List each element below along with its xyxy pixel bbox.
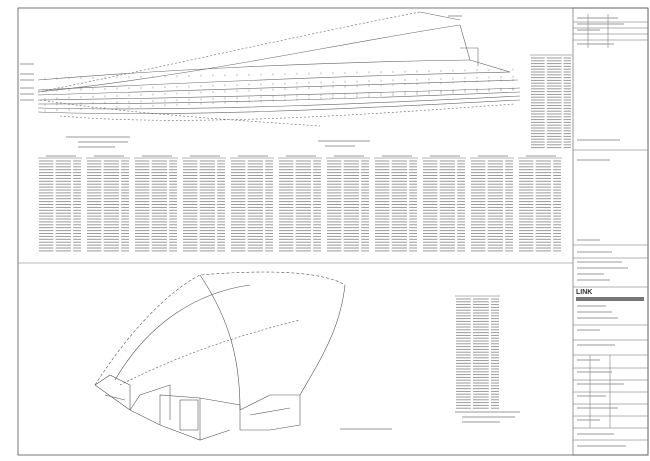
offset-table [86, 155, 130, 252]
company-name [576, 297, 644, 301]
offset-table [422, 155, 466, 252]
hull-profile-view [37, 11, 521, 127]
offset-tables [38, 155, 562, 252]
offset-table [278, 155, 322, 252]
coordinate-table-bottom [455, 295, 500, 409]
offset-table [182, 155, 226, 252]
coordinate-table-top-right [530, 54, 572, 149]
offset-table [470, 155, 514, 252]
drawing-notes [66, 136, 520, 430]
offset-table [518, 155, 562, 252]
offset-table [326, 155, 370, 252]
station-markers [20, 15, 514, 112]
offset-table [134, 155, 178, 252]
title-block-frame [572, 7, 649, 456]
title-block-text [577, 17, 628, 447]
offset-table [374, 155, 418, 252]
title-block [573, 14, 648, 441]
company-logo: LINK [576, 289, 592, 296]
offset-table [230, 155, 274, 252]
isometric-hull-view [94, 271, 346, 441]
offset-table [38, 155, 82, 252]
